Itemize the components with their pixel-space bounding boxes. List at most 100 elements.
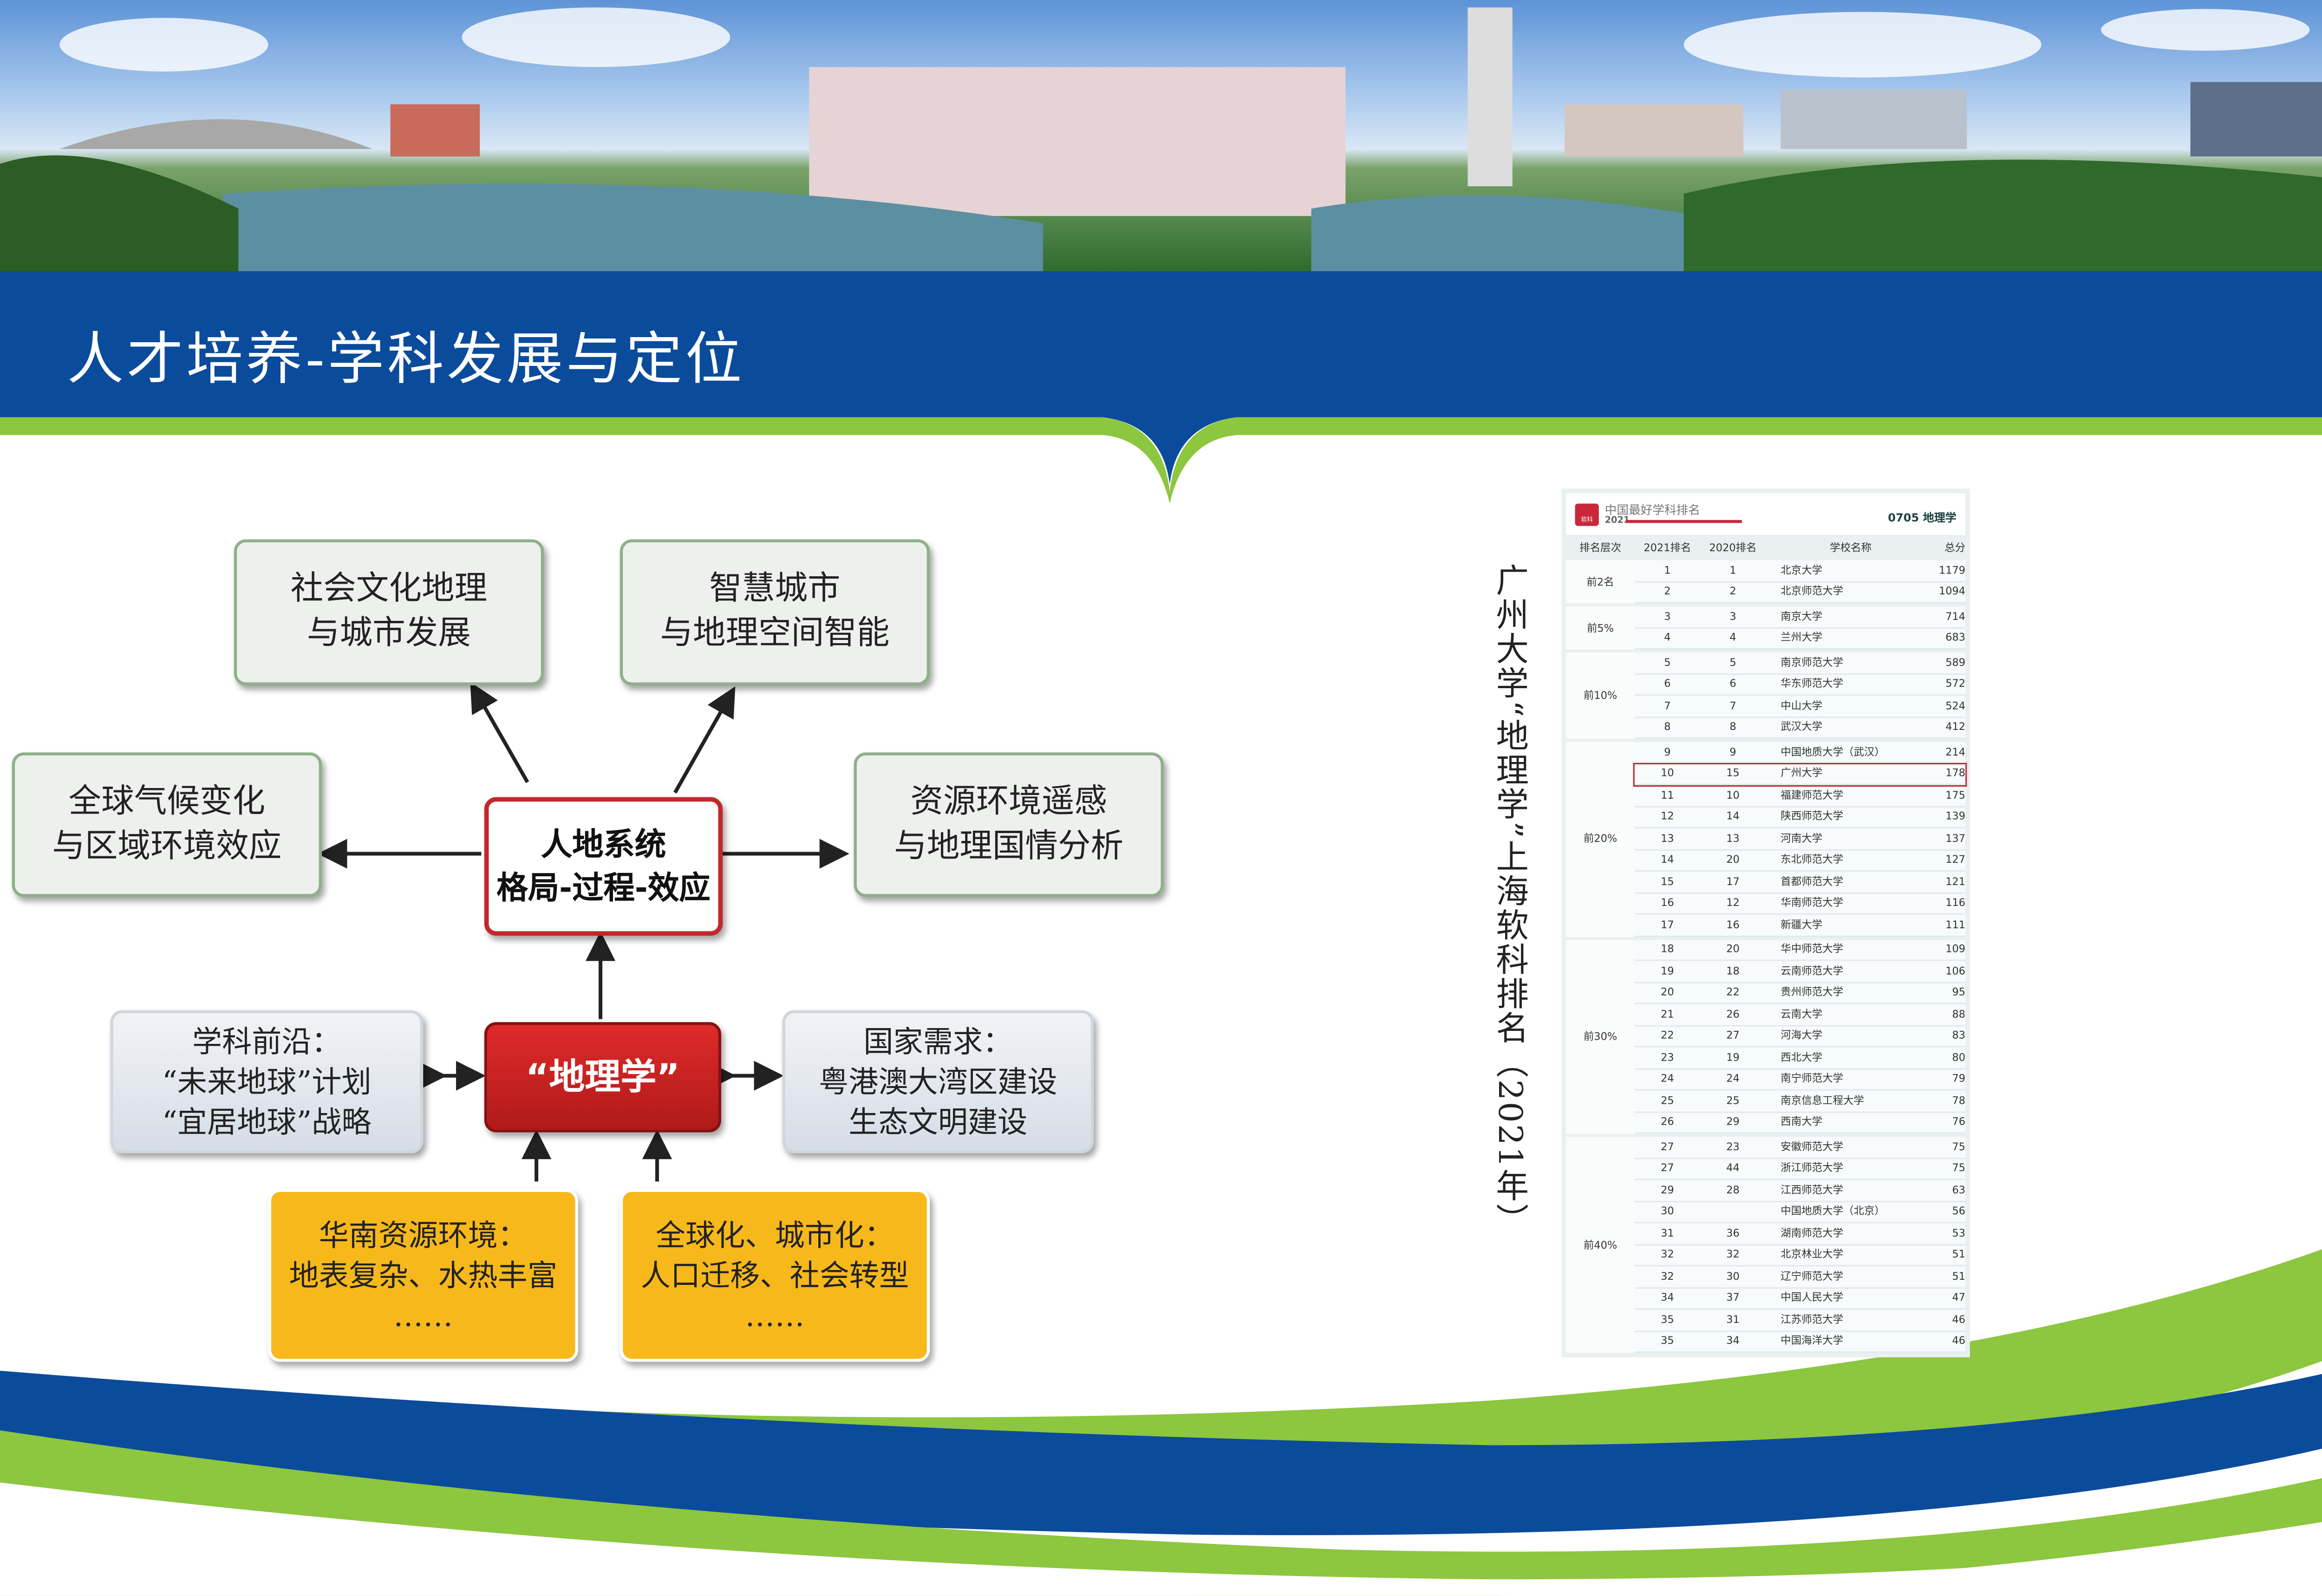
col-school: 学校名称 — [1830, 541, 1872, 554]
tier-label: 前2名 — [1566, 560, 1635, 604]
col-rank-2021: 2021排名 — [1644, 541, 1691, 554]
school-name: 北京大学 — [1781, 564, 1823, 576]
school-name: 南京信息工程大学 — [1781, 1094, 1864, 1107]
rank-2020: 15 — [1726, 768, 1740, 780]
rank-2020: 9 — [1729, 746, 1736, 758]
title-band — [0, 271, 2322, 417]
rank-2020: 16 — [1726, 919, 1740, 931]
arrow-to-top-left — [470, 682, 529, 783]
rank-2021: 20 — [1661, 986, 1674, 999]
rank-2020: 8 — [1729, 721, 1736, 734]
total-score: 79 — [1952, 1073, 1966, 1085]
school-name: 河海大学 — [1781, 1029, 1823, 1042]
box-line: 格局-过程-效应 — [496, 869, 711, 905]
school-name: 云南大学 — [1781, 1008, 1823, 1021]
rank-2021: 6 — [1664, 678, 1671, 691]
school-name: 中国地质大学（北京） — [1781, 1205, 1885, 1218]
rank-2020: 17 — [1726, 875, 1740, 888]
school-name: 安徽师范大学 — [1781, 1140, 1844, 1153]
rank-2020: 13 — [1726, 832, 1740, 845]
total-score: 109 — [1945, 943, 1966, 956]
total-score: 137 — [1945, 832, 1966, 845]
school-name: 北京林业大学 — [1781, 1249, 1844, 1261]
rank-2020: 25 — [1726, 1094, 1740, 1107]
school-name: 云南师范大学 — [1781, 965, 1844, 977]
school-name: 南京师范大学 — [1781, 657, 1844, 669]
box-line: …… — [745, 1297, 805, 1333]
box-line: 生态文明建设 — [848, 1103, 1028, 1139]
box-remote-sensing: 资源环境遥感与地理国情分析 — [854, 752, 1164, 897]
box-line: 人口迁移、社会转型 — [640, 1257, 909, 1293]
box-line: 与区域环境效应 — [52, 827, 282, 865]
total-score: 589 — [1945, 657, 1966, 669]
rank-2021: 32 — [1661, 1270, 1674, 1283]
box-line: 地表复杂、水热丰富 — [289, 1257, 558, 1293]
total-score: 106 — [1945, 965, 1966, 977]
school-name: 中山大学 — [1781, 700, 1823, 712]
box-social-cultural-geography: 社会文化地理与城市发展 — [234, 539, 544, 685]
school-name: 中国地质大学（武汉） — [1781, 746, 1885, 758]
school-name: 福建师范大学 — [1781, 789, 1844, 801]
school-name: 中国海洋大学 — [1781, 1335, 1844, 1348]
box-line: 资源环境遥感 — [910, 783, 1107, 821]
rank-2020: 20 — [1726, 943, 1740, 956]
school-name: 河南大学 — [1781, 832, 1823, 845]
ranking-brand: 中国最好学科排名 — [1605, 503, 1701, 517]
school-name: 华南师范大学 — [1781, 897, 1844, 910]
school-name: 武汉大学 — [1781, 721, 1823, 734]
box-line: 社会文化地理 — [290, 571, 488, 609]
total-score: 1094 — [1938, 586, 1966, 598]
column-headers: 排名层次 2021排名 2020排名 学校名称 总分 — [1566, 535, 1965, 560]
rank-2021: 7 — [1664, 700, 1671, 712]
box-line: “地理学” — [525, 1056, 680, 1098]
rank-2021: 27 — [1661, 1162, 1674, 1175]
page-title: 人才培养-学科发展与定位 — [67, 326, 745, 392]
rank-2020: 23 — [1726, 1140, 1740, 1153]
school-name: 中国人民大学 — [1781, 1292, 1844, 1304]
school-name: 浙江师范大学 — [1781, 1162, 1844, 1175]
col-rank-2020: 2020排名 — [1709, 541, 1757, 554]
rank-2020: 5 — [1729, 657, 1736, 669]
total-score: 75 — [1952, 1162, 1966, 1175]
box-global-climate: 全球气候变化与区域环境效应 — [12, 752, 322, 897]
total-score: 46 — [1952, 1335, 1966, 1348]
rank-2020: 36 — [1726, 1227, 1740, 1239]
rank-2021: 17 — [1661, 919, 1674, 931]
tier-label: 前20% — [1566, 742, 1635, 937]
total-score: 139 — [1945, 811, 1966, 823]
total-score: 95 — [1952, 986, 1966, 999]
rank-2020: 1 — [1729, 564, 1736, 576]
school-name: 广州大学 — [1781, 768, 1823, 780]
rank-2021: 3 — [1664, 610, 1671, 623]
box-line: “未来地球”计划 — [162, 1063, 372, 1099]
school-name: 陕西师范大学 — [1781, 811, 1844, 823]
box-line: 智慧城市 — [709, 571, 841, 609]
total-score: 47 — [1952, 1292, 1966, 1304]
total-score: 76 — [1952, 1116, 1966, 1128]
rank-2021: 1 — [1664, 564, 1671, 576]
total-score: 111 — [1945, 919, 1966, 931]
rank-2020: 26 — [1726, 1008, 1740, 1021]
school-name: 江苏师范大学 — [1781, 1314, 1844, 1326]
rank-2020: 2 — [1729, 586, 1736, 598]
rank-2020: 28 — [1726, 1184, 1740, 1196]
rank-2020: 20 — [1726, 854, 1740, 866]
